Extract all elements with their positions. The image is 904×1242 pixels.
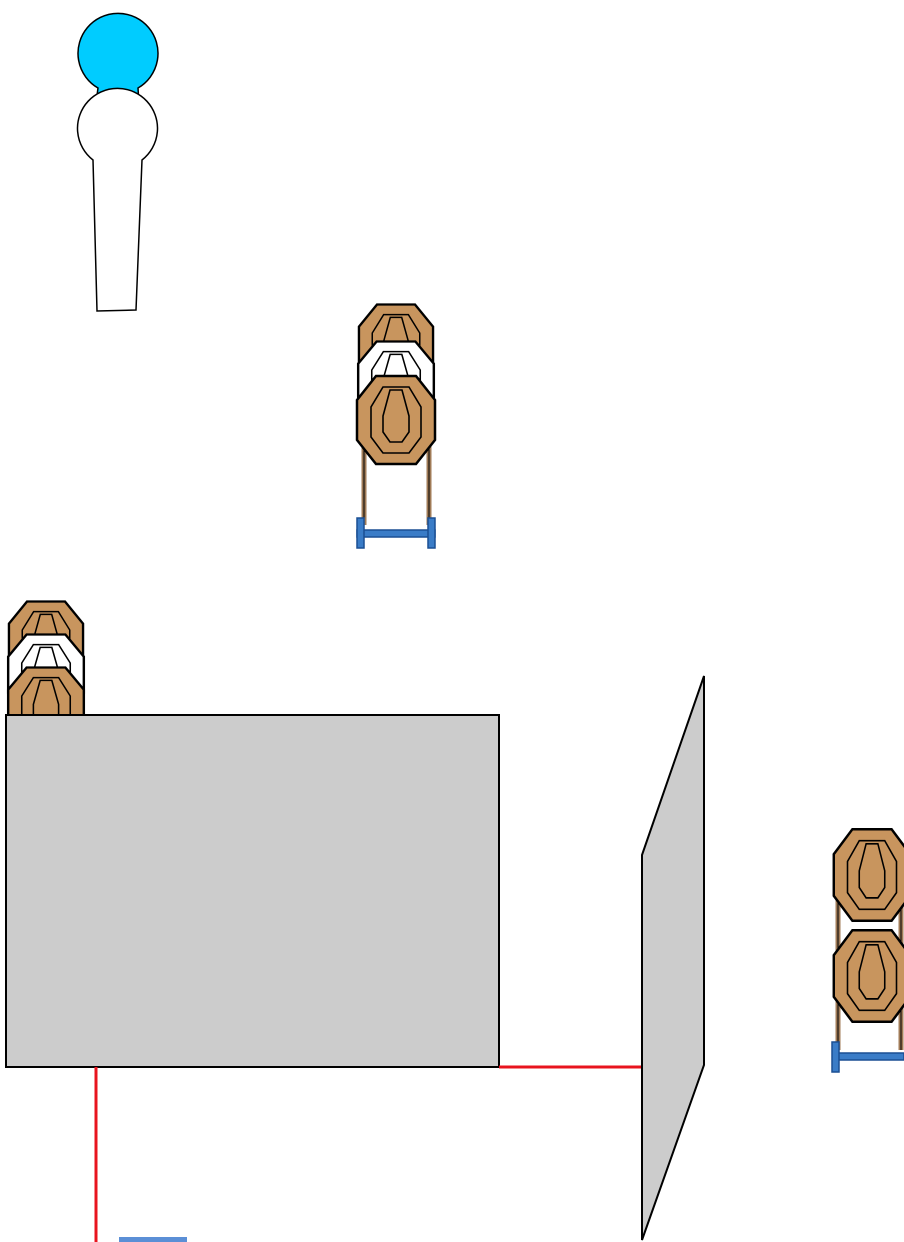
barrel-barricade (5, 714, 500, 1068)
shooter-body (76, 87, 159, 312)
shooter-head (77, 12, 159, 119)
wall-panel (641, 675, 705, 1241)
start-marker (119, 1237, 187, 1242)
target-shoot (355, 374, 437, 466)
target-shoot (832, 928, 904, 1024)
target-stand-center (355, 303, 437, 549)
target-stand-right (831, 827, 904, 1073)
target-shoot (832, 827, 904, 923)
shooter-position (76, 12, 159, 312)
stand-base (832, 1052, 904, 1061)
stand-base (356, 529, 436, 538)
